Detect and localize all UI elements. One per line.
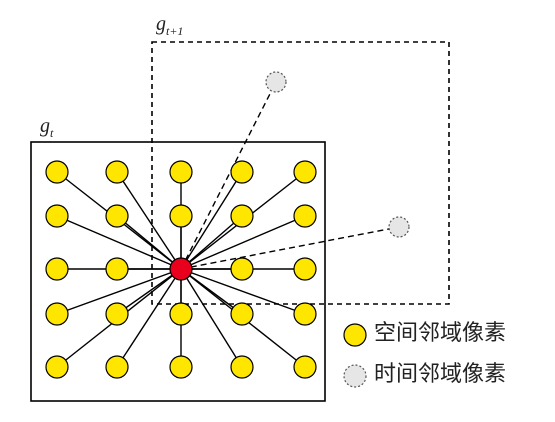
spatial-neighbor-pixel <box>293 257 317 281</box>
spatial-neighbor-pixel <box>105 355 129 379</box>
spatial-neighbor-pixel <box>45 204 69 228</box>
next-frame-label: gt+1 <box>156 13 184 38</box>
spatial-neighbor-pixel <box>169 355 193 379</box>
spatial-link <box>180 215 243 270</box>
spatial-neighbor-pixel <box>45 160 69 184</box>
temporal-legend-label: 时间邻域像素 <box>374 362 507 387</box>
temporal-link <box>180 226 400 270</box>
spatial-link <box>56 268 182 315</box>
spatial-neighbor-pixel <box>45 355 69 379</box>
spatial-link <box>116 268 182 368</box>
spatial-neighbor-pixel <box>169 302 193 326</box>
spatial-neighbor-pixel <box>230 204 254 228</box>
current-frame-box <box>30 141 326 402</box>
spatial-neighbor-pixel <box>169 204 193 228</box>
next-frame-box <box>151 41 450 305</box>
spatial-neighbor-pixel <box>230 257 254 281</box>
spatial-neighbor-pixel <box>105 204 129 228</box>
spatial-link <box>180 171 243 270</box>
current-frame-label: gt <box>40 115 54 140</box>
spatial-link <box>180 268 306 315</box>
spatial-link <box>56 215 182 270</box>
spatial-link <box>116 171 182 270</box>
spatial-link <box>116 268 182 315</box>
spatial-legend-icon <box>343 323 367 347</box>
spatial-neighbor-pixel <box>293 160 317 184</box>
spatial-legend-label: 空间邻域像素 <box>374 321 507 346</box>
center-pixel <box>169 257 193 281</box>
spatial-neighbor-pixel <box>105 257 129 281</box>
spatial-neighbor-pixel <box>105 160 129 184</box>
spatial-neighbor-pixel <box>230 355 254 379</box>
spatial-neighbor-pixel <box>293 355 317 379</box>
spatial-neighbor-pixel <box>105 302 129 326</box>
spatial-neighbor-pixel <box>45 257 69 281</box>
spatial-link <box>180 215 306 270</box>
temporal-legend-icon <box>343 364 367 388</box>
spatial-neighbor-pixel <box>293 302 317 326</box>
spatial-neighbor-pixel <box>230 160 254 184</box>
temporal-link <box>180 81 277 270</box>
spatial-link <box>180 268 243 368</box>
temporal-neighbor-pixel <box>388 216 410 238</box>
spatial-neighbor-pixel <box>293 204 317 228</box>
temporal-neighbor-pixel <box>265 71 287 93</box>
spatial-neighbor-pixel <box>230 302 254 326</box>
spatial-neighbor-pixel <box>169 160 193 184</box>
spatial-link <box>116 215 182 270</box>
spatial-neighbor-pixel <box>45 302 69 326</box>
